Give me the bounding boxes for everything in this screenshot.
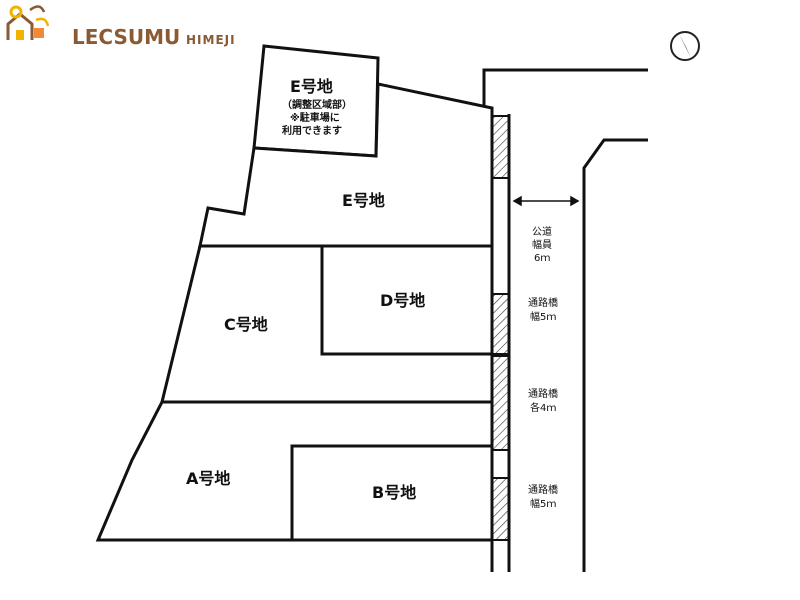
- lot-e-top-title: E号地: [290, 77, 333, 96]
- bridge-3-label-2: 幅5ｍ: [530, 497, 556, 510]
- brand-name: LECSUMU: [72, 25, 180, 49]
- lot-b-label: B号地: [372, 483, 416, 502]
- lot-a-label: A号地: [186, 469, 230, 488]
- bridge-hatch-d: [491, 293, 510, 355]
- bridge-2-label-2: 各4ｍ: [530, 401, 556, 414]
- bridge-1-label-1: 通路橋: [528, 296, 558, 309]
- road-label-1: 公道: [532, 225, 552, 238]
- lot-e-top-note1: （調整区域部）: [282, 98, 352, 111]
- lot-e-label: E号地: [342, 191, 385, 210]
- house-logo-icon: [6, 5, 50, 40]
- road-label-3: 6ｍ: [534, 253, 550, 264]
- road-width-arrow: [512, 195, 580, 207]
- lot-c-label: C号地: [224, 315, 268, 334]
- north-compass-icon: [670, 31, 700, 61]
- brand-sub: HIMEJI: [186, 33, 236, 47]
- road-label-2: 幅員: [532, 238, 552, 251]
- bridge-1-label-2: 幅5ｍ: [530, 310, 556, 323]
- bridge-hatch-b: [491, 477, 510, 541]
- lot-d-label: D号地: [380, 291, 425, 310]
- lot-e-top-note3: 利用できます: [282, 124, 342, 137]
- bridge-3-label-1: 通路橋: [528, 483, 558, 496]
- bridge-hatch-e: [491, 115, 510, 179]
- lot-b: [290, 444, 494, 542]
- bridge-2-label-1: 通路橋: [528, 387, 558, 400]
- lot-d: [320, 244, 494, 356]
- lot-e-top-note2: ※駐車場に: [290, 111, 340, 124]
- brand-logo: LECSUMU HIMEJI: [6, 5, 236, 49]
- bridge-hatch-middle: [491, 355, 510, 451]
